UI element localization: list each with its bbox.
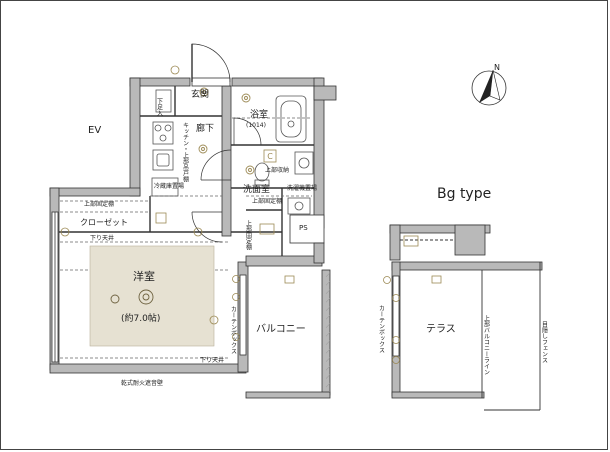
bath-door [233,117,262,146]
joubu-koteidana-1: 上部固定棚 [84,200,114,208]
sagari-tenjo-1: 下り天井 [90,234,114,242]
corridor-lights [198,87,255,175]
mekakushi-fence: 目隠しフェンス [541,321,548,363]
terrace-label: テラス [426,323,456,335]
getabako-label: 下足入 [156,98,163,116]
wall-room-bottom [49,363,247,374]
svg-text:C: C [267,152,273,161]
joubu-tana-vert: 上部固定棚 [245,219,252,251]
terrace-walls [389,224,543,399]
closet-label: クローゼット [80,217,128,227]
senmenshitsu-label: 洗面室 [243,183,270,195]
north-arrow-icon: N [471,63,507,106]
wall-top-right [231,77,323,87]
youshitsu-size: (約7.0帖) [121,312,160,324]
wall-left-entrance [129,77,141,197]
joubu-koteidana-2: 上部固定棚 [252,197,282,205]
ev-label: EV [88,125,101,136]
terrace-fixtures [383,235,442,364]
small-boxes [155,212,295,284]
genkan-label: 玄関 [191,88,209,100]
wall-room-top [49,187,141,197]
youshitsu-floor [89,245,215,347]
getabako-box [155,89,172,113]
interior-partitions [59,86,314,256]
wall-right-corner [313,85,337,101]
room-window [51,211,59,363]
type-label: Bg type [437,186,491,202]
entrance-door [191,43,231,87]
bathtub-icon [275,95,307,143]
curtain-box-1: カーテンボックス [230,306,237,354]
wall-balcony-bottom [245,391,331,399]
ps-box [289,214,325,244]
yokushitsu-size: (1014) [246,122,266,129]
upper-balcony-line: 上部バルコニーライン [483,314,490,375]
reizouko-label: 冷蔵庫置場 [154,182,184,190]
kitchen-sink-icon [152,149,174,171]
terrace-lines [400,239,541,411]
kitchen-label: キッチン・上部吊戸棚 [182,122,189,183]
balcony-window [239,274,247,356]
wall-balcony-top [245,255,323,267]
stove-icon [152,121,174,145]
north-label: N [494,63,500,72]
room-ceiling-light-icon [110,289,154,305]
fridge-icon [151,177,179,197]
storage-c-icon: C [263,149,277,163]
youshitsu-label: 洋室 [133,269,155,283]
curtain-box-2: カーテンボックス [378,305,385,353]
balcony-hatch [326,270,330,392]
washroom-door [200,149,232,181]
wall-central [221,85,232,237]
yokushitsu-label: 浴室 [250,108,268,120]
kanshiki-label: 乾式耐火遮音壁 [121,379,163,387]
sink-icon [294,151,314,175]
joubu-shuno-label: 上部収納 [265,166,289,174]
wall-right-mid [313,242,325,264]
terrace-windows [392,275,400,357]
ceiling-light-icon [241,93,251,103]
ps-label: PS [299,224,308,232]
outlet-icon [60,65,240,341]
toilet-icon [254,162,270,186]
washing-machine-icon [287,197,311,215]
room-door [191,211,223,243]
wall-right-upper [313,77,325,229]
sentakuki-label: 洗濯機置場 [287,184,317,192]
rouka-label: 廊下 [196,122,214,134]
sagari-tenjo-2: 下り天井 [200,356,224,364]
balcony-label: バルコニー [256,323,306,335]
